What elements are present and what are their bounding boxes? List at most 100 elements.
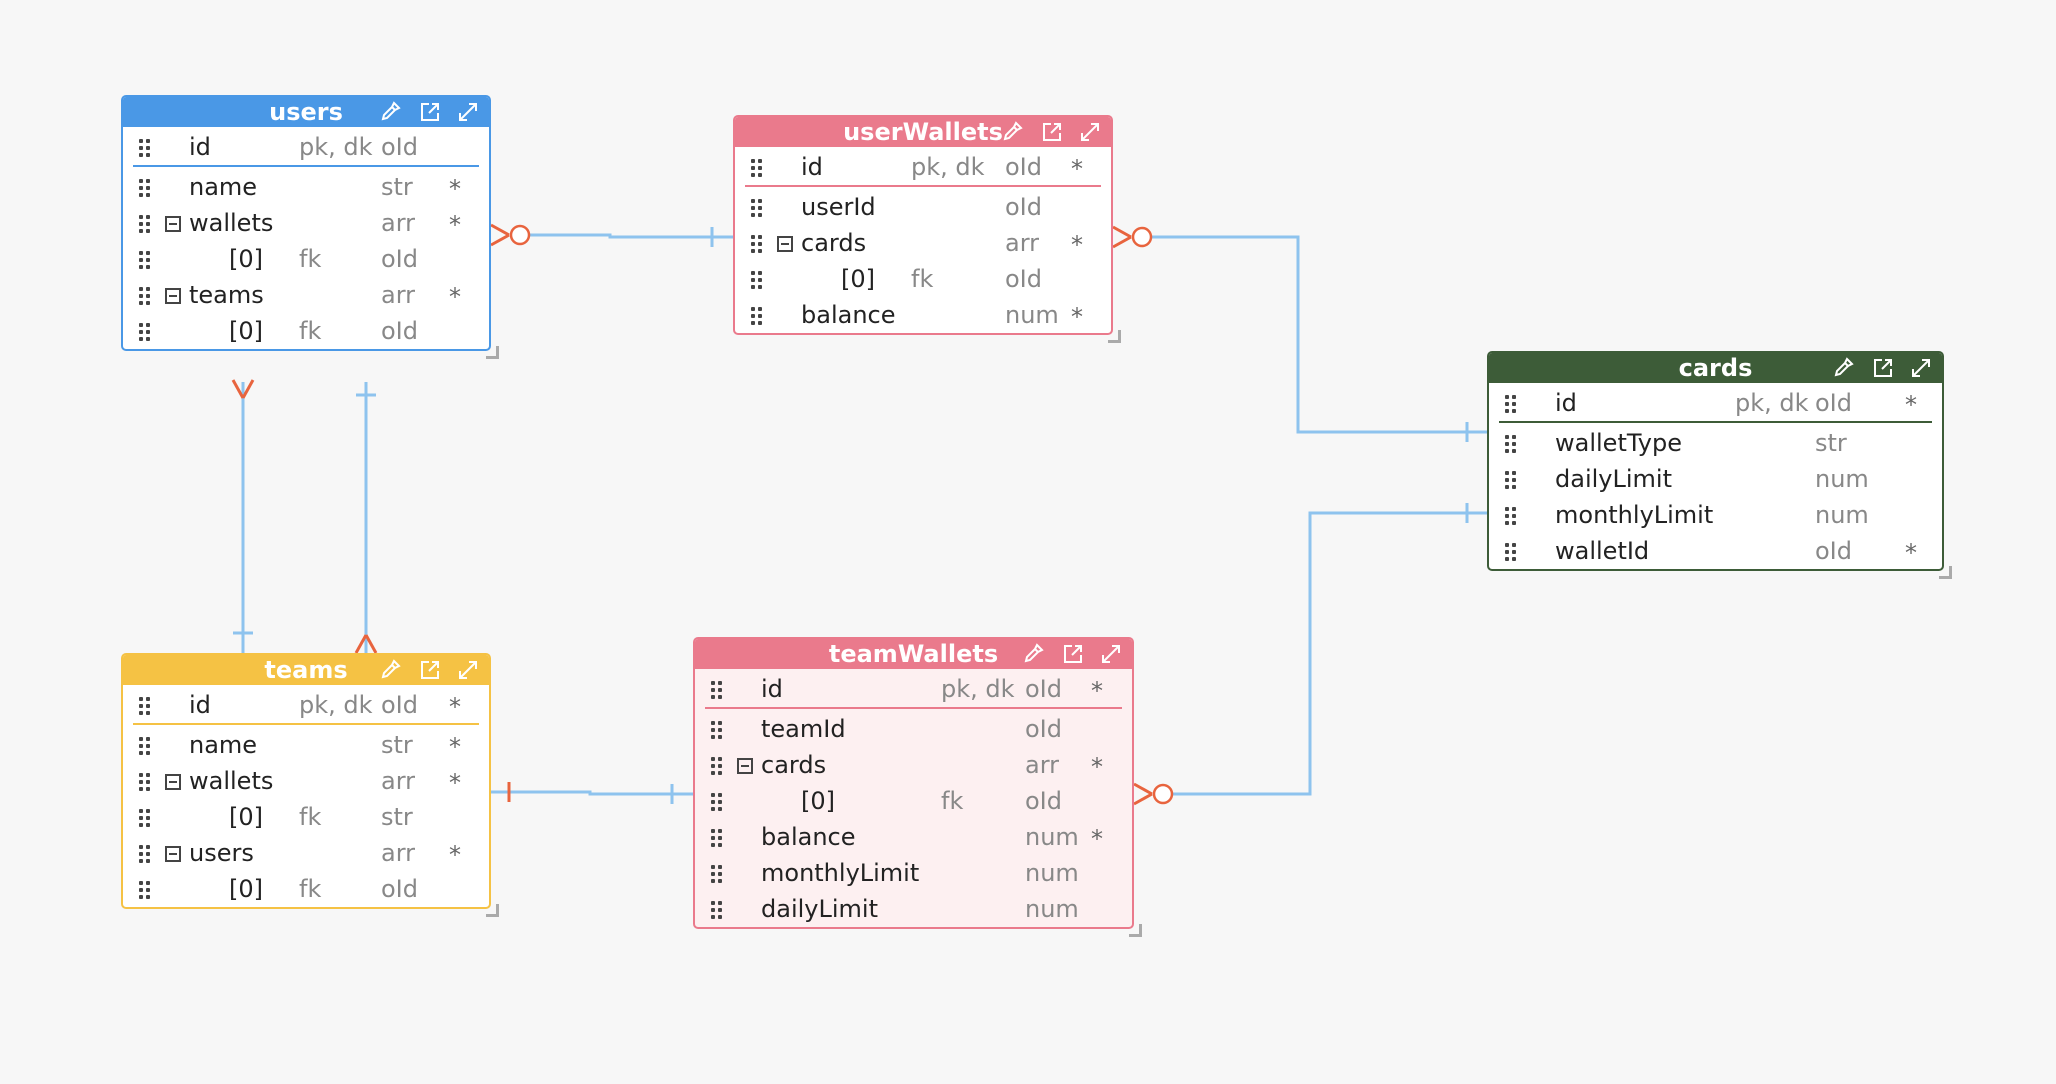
collapse-icon[interactable] <box>165 774 181 790</box>
drag-handle-icon[interactable] <box>139 179 151 197</box>
drag-handle-icon[interactable] <box>751 307 763 325</box>
relationship-teamwallets-cards[interactable] <box>1163 511 1487 796</box>
drag-handle-icon[interactable] <box>1505 435 1517 453</box>
drag-handle-icon[interactable] <box>139 251 151 269</box>
collapse-icon[interactable] <box>165 288 181 304</box>
resize-handle[interactable] <box>486 904 499 917</box>
relationship-userwallets-cards[interactable] <box>1142 235 1487 434</box>
resize-handle[interactable] <box>1939 566 1952 579</box>
drag-handle-icon[interactable] <box>711 865 723 883</box>
expand-icon[interactable] <box>457 101 479 123</box>
color-picker-icon[interactable] <box>1022 643 1044 665</box>
drag-handle-icon[interactable] <box>751 271 763 289</box>
color-picker-icon[interactable] <box>1832 357 1854 379</box>
drag-handle-icon[interactable] <box>711 681 723 699</box>
collapse-icon[interactable] <box>737 758 753 774</box>
open-external-icon[interactable] <box>419 659 441 681</box>
entity-header[interactable]: teamWallets <box>695 639 1132 669</box>
color-picker-icon[interactable] <box>1001 121 1023 143</box>
open-external-icon[interactable] <box>1041 121 1063 143</box>
resize-handle[interactable] <box>486 346 499 359</box>
relationship-teams-teamwallets[interactable] <box>491 790 693 796</box>
resize-handle[interactable] <box>1129 924 1142 937</box>
expand-icon[interactable] <box>457 659 479 681</box>
drag-handle-icon[interactable] <box>711 721 723 739</box>
drag-handle-icon[interactable] <box>139 773 151 791</box>
collapse-icon[interactable] <box>777 236 793 252</box>
drag-handle-icon[interactable] <box>711 793 723 811</box>
drag-handle-icon[interactable] <box>711 757 723 775</box>
drag-handle-icon[interactable] <box>139 737 151 755</box>
drag-handle-icon[interactable] <box>139 809 151 827</box>
open-external-icon[interactable] <box>419 101 441 123</box>
entity-header[interactable]: teams <box>123 655 489 685</box>
collapse-icon[interactable] <box>165 846 181 862</box>
drag-handle-icon[interactable] <box>139 881 151 899</box>
drag-handle-icon[interactable] <box>1505 543 1517 561</box>
drag-handle-icon[interactable] <box>751 199 763 217</box>
resize-handle[interactable] <box>1108 330 1121 343</box>
drag-handle-icon[interactable] <box>1505 395 1517 413</box>
color-picker-icon[interactable] <box>379 659 401 681</box>
drag-handle-icon[interactable] <box>751 159 763 177</box>
expand-icon[interactable] <box>1100 643 1122 665</box>
drag-handle-icon[interactable] <box>139 697 151 715</box>
expand-icon[interactable] <box>1910 357 1932 379</box>
open-external-icon[interactable] <box>1062 643 1084 665</box>
entity-header[interactable]: userWallets <box>735 117 1111 147</box>
drag-handle-icon[interactable] <box>1505 507 1517 525</box>
drag-handle-icon[interactable] <box>139 323 151 341</box>
drag-handle-icon[interactable] <box>139 845 151 863</box>
drag-handle-icon[interactable] <box>1505 471 1517 489</box>
drag-handle-icon[interactable] <box>139 215 151 233</box>
relationship-users-userwallets[interactable] <box>520 233 733 239</box>
drag-handle-icon[interactable] <box>711 901 723 919</box>
expand-icon[interactable] <box>1079 121 1101 143</box>
open-external-icon[interactable] <box>1872 357 1894 379</box>
drag-handle-icon[interactable] <box>139 287 151 305</box>
drag-handle-icon[interactable] <box>139 139 151 157</box>
entity-header[interactable]: users <box>123 97 489 127</box>
drag-handle-icon[interactable] <box>751 235 763 253</box>
color-picker-icon[interactable] <box>379 101 401 123</box>
field-name: [0] <box>229 803 263 831</box>
collapse-icon[interactable] <box>165 216 181 232</box>
drag-handle-icon[interactable] <box>711 829 723 847</box>
entity-header[interactable]: cards <box>1489 353 1942 383</box>
